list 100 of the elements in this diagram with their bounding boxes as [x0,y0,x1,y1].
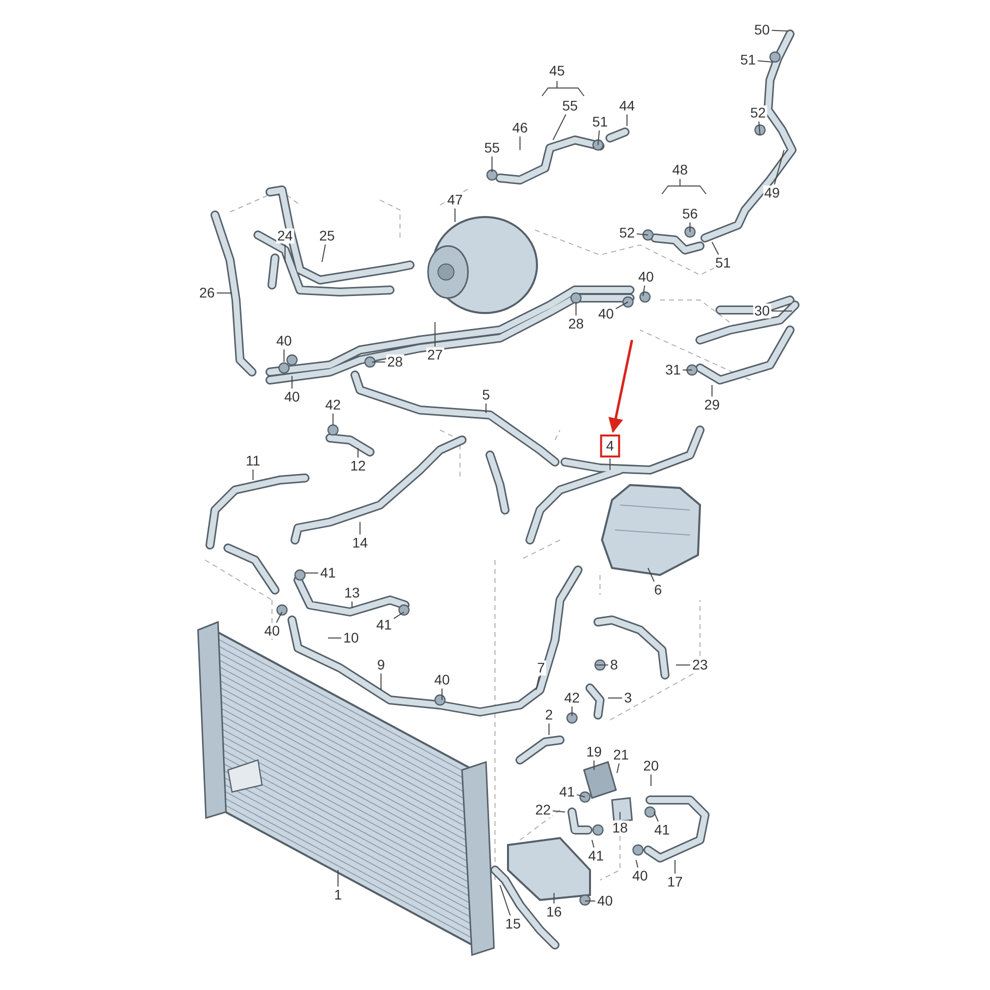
callout-number: 15 [504,916,522,932]
callout-number: 22 [534,802,552,818]
callout-number: 26 [198,286,216,300]
leader-line [676,664,691,666]
leader-line [626,114,628,126]
callout-number: 30 [753,304,771,318]
callout-number: 8 [609,658,619,672]
callout-number: 12 [349,458,367,474]
leader-line [536,676,540,690]
leader-line [322,244,326,262]
callout-number: 40 [596,894,614,908]
callout-number: 21 [612,748,630,762]
callout-number: 25 [318,228,336,244]
callout-number: 28 [567,316,585,332]
callout-number: 50 [753,22,771,38]
leader-line [712,242,719,255]
leader-line [552,114,566,140]
callout-number: 41 [375,618,393,632]
callout-number: 47 [446,192,464,208]
callout-number: 42 [324,398,342,412]
callout-number: 49 [763,186,781,200]
callout-number: 51 [714,256,732,270]
callout-number: 55 [483,140,501,156]
leader-line [284,244,286,262]
callout-number: 10 [342,630,360,646]
callout-number: 9 [376,658,386,672]
callout-number: 4 [600,434,620,458]
callout-number: 52 [618,226,636,240]
callout-number: 41 [558,784,576,800]
callout-number: 40 [637,270,655,284]
callout-number: 27 [426,348,444,362]
leader-line [771,30,788,32]
callout-number: 40 [631,868,649,884]
callout-number: 2 [544,708,554,722]
leader-line [650,774,652,786]
callout-number: 17 [666,874,684,890]
callout-number: 42 [563,690,581,706]
leader-line [758,121,760,136]
callout-number: 18 [611,820,629,836]
callout-number: 41 [653,822,671,838]
leader-line [584,900,596,902]
callout-number: 55 [561,98,579,114]
leader-line [615,302,628,310]
callout-number: 29 [703,398,721,412]
leader-line [636,860,638,868]
leader-line [252,469,254,480]
callout-number: 40 [275,334,293,348]
callout-number: 40 [433,672,451,688]
leader-line [648,568,655,582]
leader-line [774,150,784,185]
leader-line [304,572,319,574]
arrow [608,340,634,433]
leader-line [674,860,676,874]
callout-number: 40 [597,306,615,322]
leader-line [596,664,609,666]
leader-line [642,285,646,296]
callout-number: 51 [739,52,757,68]
leader-line [434,322,436,347]
callout-number: 52 [749,106,767,120]
leader-line [771,310,792,312]
leader-line [552,810,566,812]
callout-number: 44 [618,98,636,114]
leader-line [216,292,232,294]
callout-number: 13 [343,586,361,600]
callout-number: 19 [585,744,603,760]
callout-number: 5 [481,388,491,402]
callout-number: 40 [283,390,301,404]
callout-number: 20 [642,758,660,774]
leader-line [576,794,586,798]
callout-number: 28 [386,354,404,370]
callout-number: 48 [671,162,689,178]
callout-number: 11 [244,454,262,468]
leader-line [380,673,382,690]
callout-number: 23 [691,658,709,672]
callout-number: 41 [587,848,605,864]
callout-number: 56 [681,206,699,222]
callout-number: 51 [591,114,609,130]
callout-number: 45 [548,64,566,78]
callout-number: 16 [545,904,563,920]
leader-line [332,413,334,426]
callout-number: 31 [664,362,682,378]
callout-number: 46 [511,120,529,136]
callout-number: 7 [536,660,546,676]
callout-number: 3 [623,690,633,706]
callout-number: 1 [333,888,343,902]
callout-number: 40 [263,624,281,638]
leader-line [654,812,659,822]
leader-line [598,130,600,146]
leader-line [616,763,620,774]
leader-line [276,612,282,623]
callout-number: 41 [319,566,337,580]
leader-line [500,884,511,916]
leader-line [548,723,550,736]
leader-line [454,208,456,222]
callout-number: 6 [653,582,663,598]
leader-line [393,612,404,620]
callout-number: 14 [351,536,369,550]
leader-line [636,233,648,236]
callout-number: 24 [276,228,294,244]
leader-line [592,840,594,848]
